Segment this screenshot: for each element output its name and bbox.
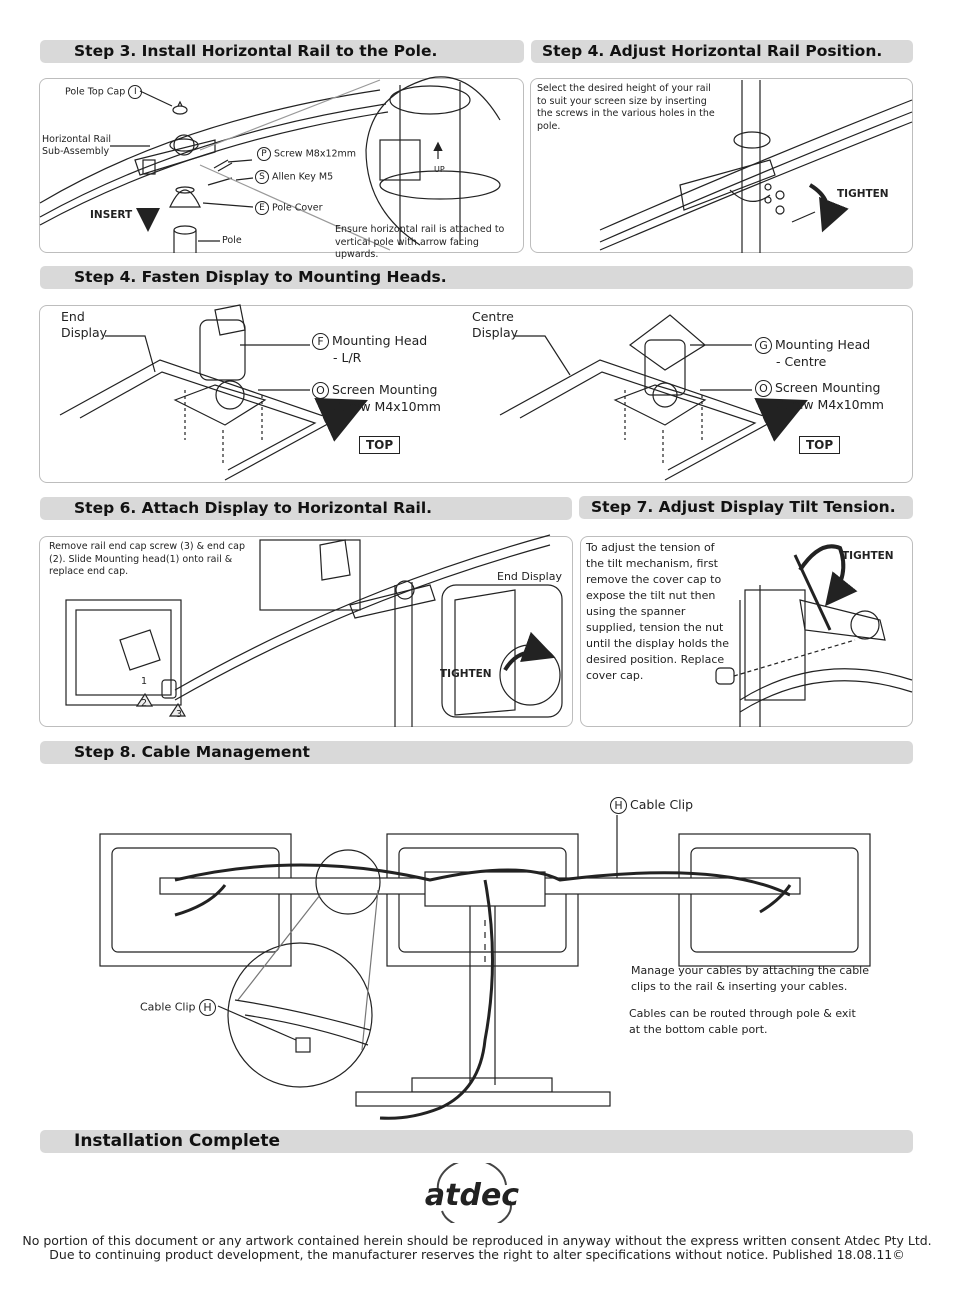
- ref-badge: G: [755, 337, 772, 354]
- footer-line-2: Due to continuing product development, t…: [49, 1247, 905, 1262]
- up-label: UP: [434, 165, 445, 174]
- pole-cover-shape: [169, 189, 201, 208]
- pole-top-cap-shape: [172, 105, 188, 115]
- step6-text: Remove rail end cap screw (3) & end cap …: [49, 541, 246, 577]
- step7-tighten: TIGHTEN: [842, 550, 894, 562]
- ref-badge: E: [255, 201, 269, 215]
- pole-label: Pole: [222, 235, 242, 246]
- step3-title: Step 3. Install Horizontal Rail to the P…: [74, 42, 438, 60]
- step8-text-2: Cables can be routed through pole & exit…: [629, 1007, 856, 1036]
- step4b-header: Step 4. Fasten Display to Mounting Heads…: [40, 266, 913, 289]
- cable-clip-label-left: Cable Clip H: [140, 999, 219, 1016]
- top-badge-right: TOP: [799, 436, 841, 454]
- step3-rail-drawing: [39, 76, 501, 253]
- step8-text-1: Manage your cables by attaching the cabl…: [631, 964, 870, 993]
- step6-drawing: [65, 534, 563, 727]
- step6-num-3: 3: [176, 709, 183, 720]
- step4a-tighten: TIGHTEN: [837, 188, 889, 200]
- ref-badge: I: [128, 85, 143, 99]
- step7-drawing: [715, 544, 913, 727]
- insert-label: INSERT: [90, 209, 133, 221]
- step4a-text: Select the desired height of your rail t…: [537, 83, 715, 132]
- brand-wordmark: atdec: [425, 1178, 519, 1213]
- step6-num-2: 2: [141, 698, 148, 709]
- step6-num-1: 1: [141, 676, 148, 687]
- step4a-panel: [530, 78, 913, 253]
- step4a-header: Step 4. Adjust Horizontal Rail Position.: [531, 40, 913, 63]
- step7-header: Step 7. Adjust Display Tilt Tension.: [579, 496, 913, 519]
- ref-badge: O: [755, 380, 772, 397]
- step7-text: To adjust the tension of the tilt mechan…: [586, 541, 729, 682]
- footer-line-1: No portion of this document or any artwo…: [22, 1233, 932, 1248]
- step6-header: Step 6. Attach Display to Horizontal Rai…: [40, 497, 572, 520]
- ref-badge: P: [257, 147, 271, 161]
- step4b-centre-display-drawing: [499, 314, 808, 481]
- step6-end-display: End Display: [497, 570, 562, 583]
- step7-title: Step 7. Adjust Display Tilt Tension.: [591, 498, 896, 516]
- step6-tighten: TIGHTEN: [440, 668, 492, 680]
- step8-header: Step 8. Cable Management: [40, 741, 913, 764]
- step4a-title: Step 4. Adjust Horizontal Rail Position.: [542, 42, 883, 60]
- step3-header: Step 3. Install Horizontal Rail to the P…: [40, 40, 524, 63]
- step4b-end-display-drawing: [59, 304, 368, 481]
- ref-badge: S: [255, 170, 269, 184]
- step7-panel: [580, 536, 913, 727]
- top-badge-left: TOP: [359, 436, 401, 454]
- step3-panel: [39, 78, 524, 253]
- atdec-logo: atdec: [418, 1163, 528, 1223]
- ref-badge: H: [610, 797, 627, 814]
- complete-title: Installation Complete: [74, 1131, 280, 1151]
- step8-title: Step 8. Cable Management: [74, 743, 310, 761]
- step6-title: Step 6. Attach Display to Horizontal Rai…: [74, 499, 433, 517]
- step8-drawing: [99, 815, 871, 1120]
- step4b-title: Step 4. Fasten Display to Mounting Heads…: [74, 268, 447, 286]
- ref-badge: F: [312, 333, 329, 350]
- pole-top-cap-label: Pole Top Cap I: [65, 85, 145, 99]
- step4a-rail-drawing: [599, 80, 913, 253]
- complete-header: Installation Complete: [40, 1130, 913, 1153]
- ref-badge: O: [312, 382, 329, 399]
- ref-badge: H: [199, 999, 216, 1016]
